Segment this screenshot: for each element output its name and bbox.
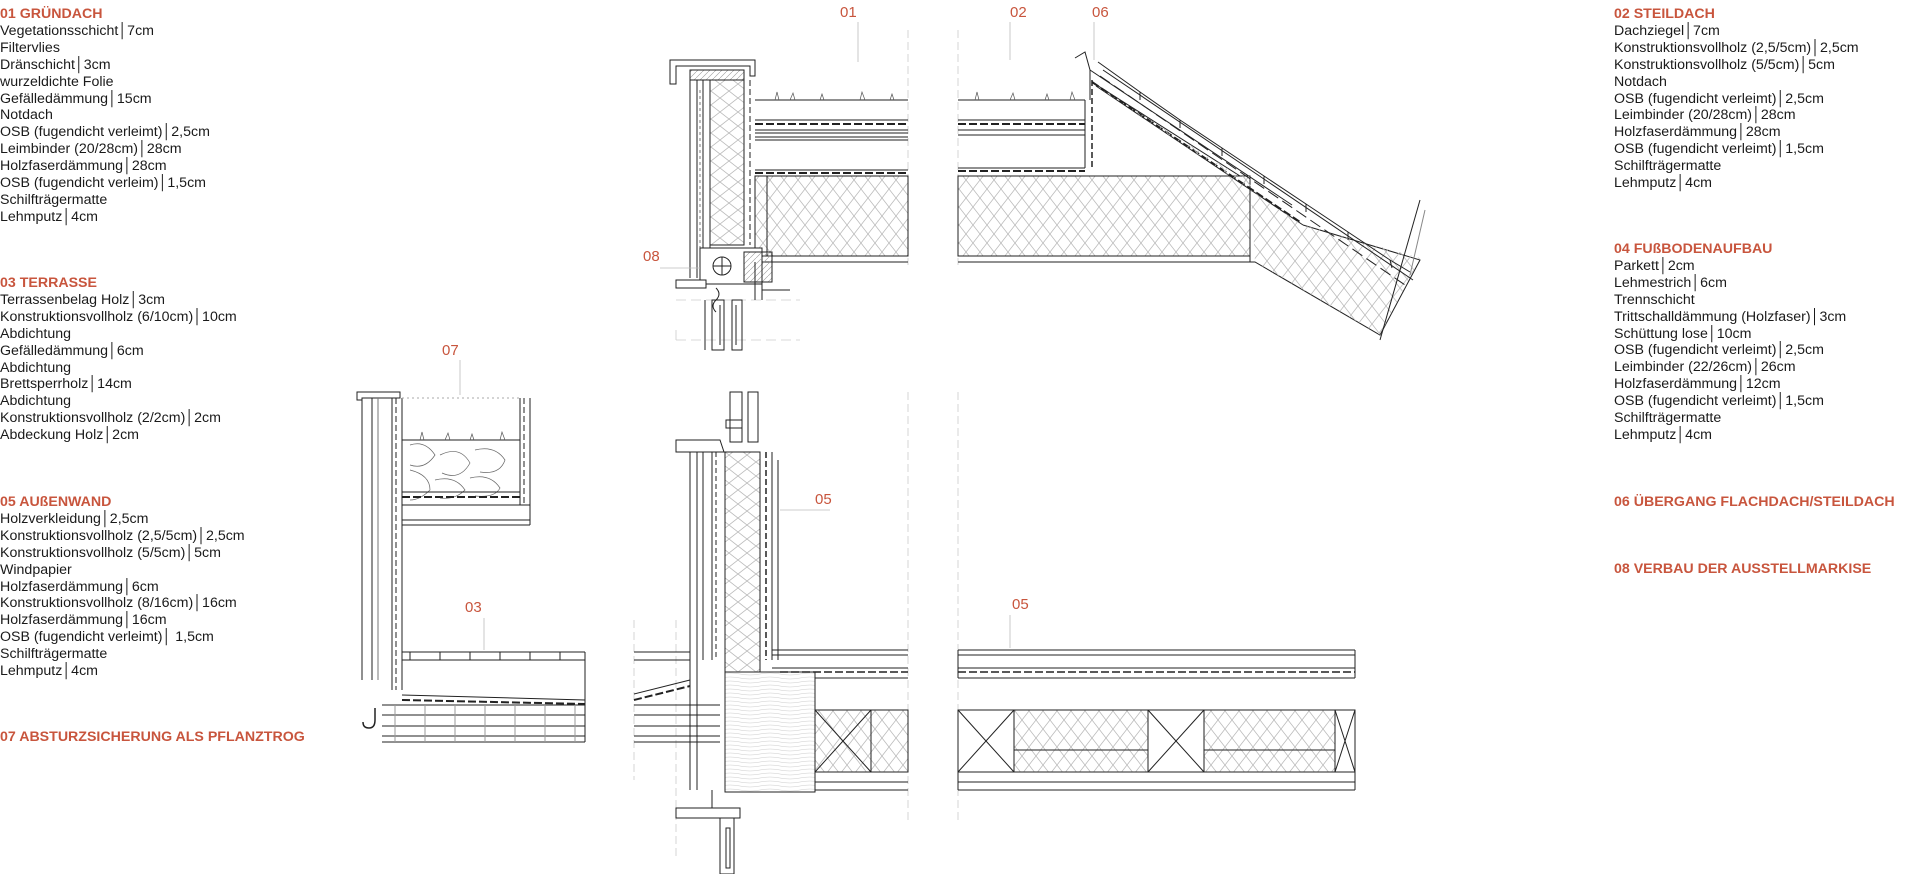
callout-05-wall: 05	[815, 491, 832, 508]
legend-line: Lehmputz│4cm	[0, 663, 98, 680]
legend-title: 08 VERBAU DER AUSSTELLMARKISE	[1614, 561, 1872, 577]
legend-line: OSB (fugendicht verleimt)│2,5cm	[0, 124, 210, 141]
callout-07: 07	[442, 342, 459, 359]
legend-title: 03 TERRASSE	[0, 275, 97, 291]
legend-line: Schilfträgermatte	[0, 191, 108, 208]
legend-line: OSB (fugendicht verleimt)│1,5cm	[1614, 393, 1824, 410]
legend-line: Trittschalldämmung (Holzfaser)│3cm	[1614, 308, 1847, 325]
legend-line: Abdeckung Holz│2cm	[0, 427, 139, 444]
legend-line: Schilfträgermatte	[1614, 158, 1722, 175]
legend-line: Terrassenbelag Holz│3cm	[0, 291, 165, 308]
detail-02-06-roof-transition	[957, 51, 1426, 341]
callout-08: 08	[643, 248, 660, 265]
legend-title: 07 ABSTURZSICHERUNG ALS PFLANZTROG	[0, 729, 305, 745]
legend-line: Konstruktionsvollholz (2,5/5cm)│2,5cm	[1614, 39, 1859, 56]
legend-line: Notdach	[0, 107, 53, 124]
legend-line: wurzeldichte Folie	[0, 73, 114, 90]
legend-08-markise: 08 VERBAU DER AUSSTELLMARKISE	[1614, 561, 1871, 578]
legend-line: Konstruktionsvollholz (5/5cm)│5cm	[1614, 56, 1835, 73]
legend-line: Schilfträgermatte	[0, 646, 108, 663]
legend-line: Abdichtung	[0, 325, 71, 342]
legend-line: Schilfträgermatte	[1614, 410, 1722, 427]
legend-line: Vegetationsschicht│7cm	[0, 22, 154, 39]
legend-03-terrasse: 03 TERRASSE Terrassenbelag Holz│3cm Kons…	[0, 275, 237, 444]
callout-05-floor: 05	[1012, 596, 1029, 613]
legend-line: Holzfaserdämmung│12cm	[1614, 376, 1781, 393]
legend-02-steildach: 02 STEILDACH Dachziegel│7cm Konstruktion…	[1614, 6, 1859, 192]
callout-01: 01	[840, 4, 857, 21]
detail-01-green-roof	[669, 59, 909, 351]
legend-line: Abdichtung	[0, 359, 71, 376]
legend-line: Holzfaserdämmung│28cm	[0, 158, 167, 175]
legend-line: Schüttung lose│10cm	[1614, 325, 1752, 342]
legend-line: Lehmputz│4cm	[1614, 426, 1712, 443]
legend-05-aussenwand: 05 AUßENWAND Holzverkleidung│2,5cm Konst…	[0, 494, 245, 680]
legend-title: 01 GRÜNDACH	[0, 6, 103, 22]
legend-01-gruendach: 01 GRÜNDACH Vegetationsschicht│7cm Filte…	[0, 6, 210, 226]
callout-06: 06	[1092, 4, 1109, 21]
detail-07-planter-terrace	[356, 391, 586, 743]
legend-line: OSB (fugendicht verleim)│1,5cm	[0, 175, 206, 192]
legend-line: Trennschicht	[1614, 291, 1695, 308]
detail-04-floor-section	[957, 649, 1356, 791]
legend-line: Dränschicht│3cm	[0, 56, 111, 73]
legend-04-fussbodenaufbau: 04 FUßBODENAUFBAU Parkett│2cm Lehmestric…	[1614, 241, 1846, 444]
legend-line: Holzfaserdämmung│28cm	[1614, 124, 1781, 141]
legend-line: Konstruktionsvollholz (5/5cm)│5cm	[0, 544, 221, 561]
legend-line: Brettsperrholz│14cm	[0, 376, 132, 393]
detail-05-04-wall-floor	[633, 391, 909, 874]
legend-line: Dachziegel│7cm	[1614, 22, 1720, 39]
legend-line: Parkett│2cm	[1614, 257, 1695, 274]
legend-line: Gefälledämmung│6cm	[0, 342, 144, 359]
legend-line: OSB (fugendicht verleimt)│1,5cm	[1614, 141, 1824, 158]
callout-02: 02	[1010, 4, 1027, 21]
legend-line: Leimbinder (22/26cm)│26cm	[1614, 359, 1796, 376]
legend-line: Lehmestrich│6cm	[1614, 274, 1727, 291]
legend-line: Holzfaserdämmung│6cm	[0, 578, 159, 595]
callout-leaders	[459, 22, 1095, 650]
legend-line: Windpapier	[0, 561, 72, 578]
legend-title: 04 FUßBODENAUFBAU	[1614, 241, 1773, 257]
legend-line: Lehmputz│4cm	[0, 208, 98, 225]
legend-line: OSB (fugendicht verleimt)│2,5cm	[1614, 342, 1824, 359]
legend-line: Abdichtung	[0, 393, 71, 410]
legend-line: Konstruktionsvollholz (2/2cm)│2cm	[0, 410, 221, 427]
legend-line: OSB (fugendicht verleimt)│ 1,5cm	[0, 629, 214, 646]
legend-line: OSB (fugendicht verleimt)│2,5cm	[1614, 90, 1824, 107]
legend-title: 05 AUßENWAND	[0, 494, 112, 510]
legend-line: Konstruktionsvollholz (6/10cm)│10cm	[0, 308, 237, 325]
legend-line: Holzverkleidung│2,5cm	[0, 510, 149, 527]
legend-line: Gefälledämmung│15cm	[0, 90, 152, 107]
legend-line: Leimbinder (20/28cm)│28cm	[0, 141, 182, 158]
legend-title: 02 STEILDACH	[1614, 6, 1715, 22]
legend-line: Lehmputz│4cm	[1614, 175, 1712, 192]
legend-line: Holzfaserdämmung│16cm	[0, 612, 167, 629]
legend-line: Filtervlies	[0, 39, 60, 56]
legend-title: 06 ÜBERGANG FLACHDACH/STEILDACH	[1614, 494, 1895, 510]
legend-line: Konstruktionsvollholz (8/16cm)│16cm	[0, 595, 237, 612]
legend-line: Leimbinder (20/28cm)│28cm	[1614, 107, 1796, 124]
legend-07-absturzsicherung: 07 ABSTURZSICHERUNG ALS PFLANZTROG	[0, 729, 305, 746]
callout-03: 03	[465, 599, 482, 616]
legend-line: Notdach	[1614, 73, 1667, 90]
legend-06-uebergang: 06 ÜBERGANG FLACHDACH/STEILDACH	[1614, 494, 1895, 511]
legend-line: Konstruktionsvollholz (2,5/5cm)│2,5cm	[0, 527, 245, 544]
